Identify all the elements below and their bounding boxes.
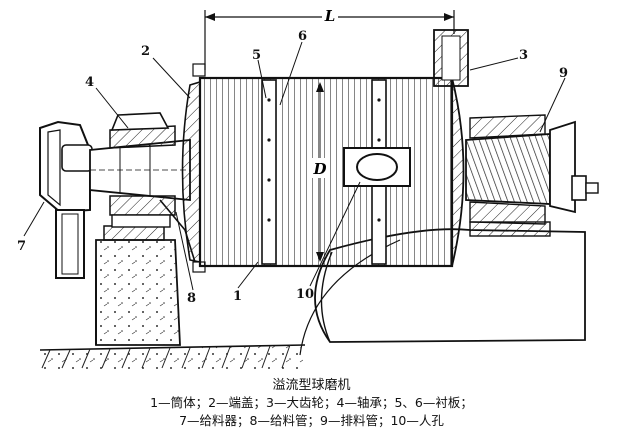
callout-2: 2: [141, 44, 150, 59]
callout-1: 1: [233, 289, 242, 304]
feeder: [39, 120, 93, 279]
big-gear: [433, 29, 469, 87]
callout-5: 5: [252, 48, 261, 63]
discharge-trunnion: [465, 114, 599, 225]
diameter-d-label: D: [312, 160, 326, 178]
ground-base: [39, 344, 306, 370]
figure-title: 溢流型球磨机: [272, 378, 351, 393]
callout-4: 4: [85, 75, 94, 90]
callout-9: 9: [559, 66, 568, 81]
legend-line-2: 7—给料器；8—给料管；9—排料管；10—人孔: [179, 413, 444, 428]
callout-6: 6: [298, 29, 307, 44]
callout-8: 8: [187, 291, 196, 306]
callout-3: 3: [519, 48, 528, 63]
callout-10: 10: [296, 287, 314, 302]
dimension-l-label: L: [324, 7, 336, 25]
callout-7: 7: [17, 239, 26, 254]
legend-line-1: 1—筒体；2—端盖；3—大齿轮；4—轴承；5、6—衬板；: [150, 395, 473, 410]
drum-shell: [198, 76, 465, 268]
length-dimension: [204, 6, 455, 70]
left-bearing: [109, 112, 176, 228]
leader-lines: [23, 41, 566, 291]
left-pedestal: [95, 225, 181, 346]
